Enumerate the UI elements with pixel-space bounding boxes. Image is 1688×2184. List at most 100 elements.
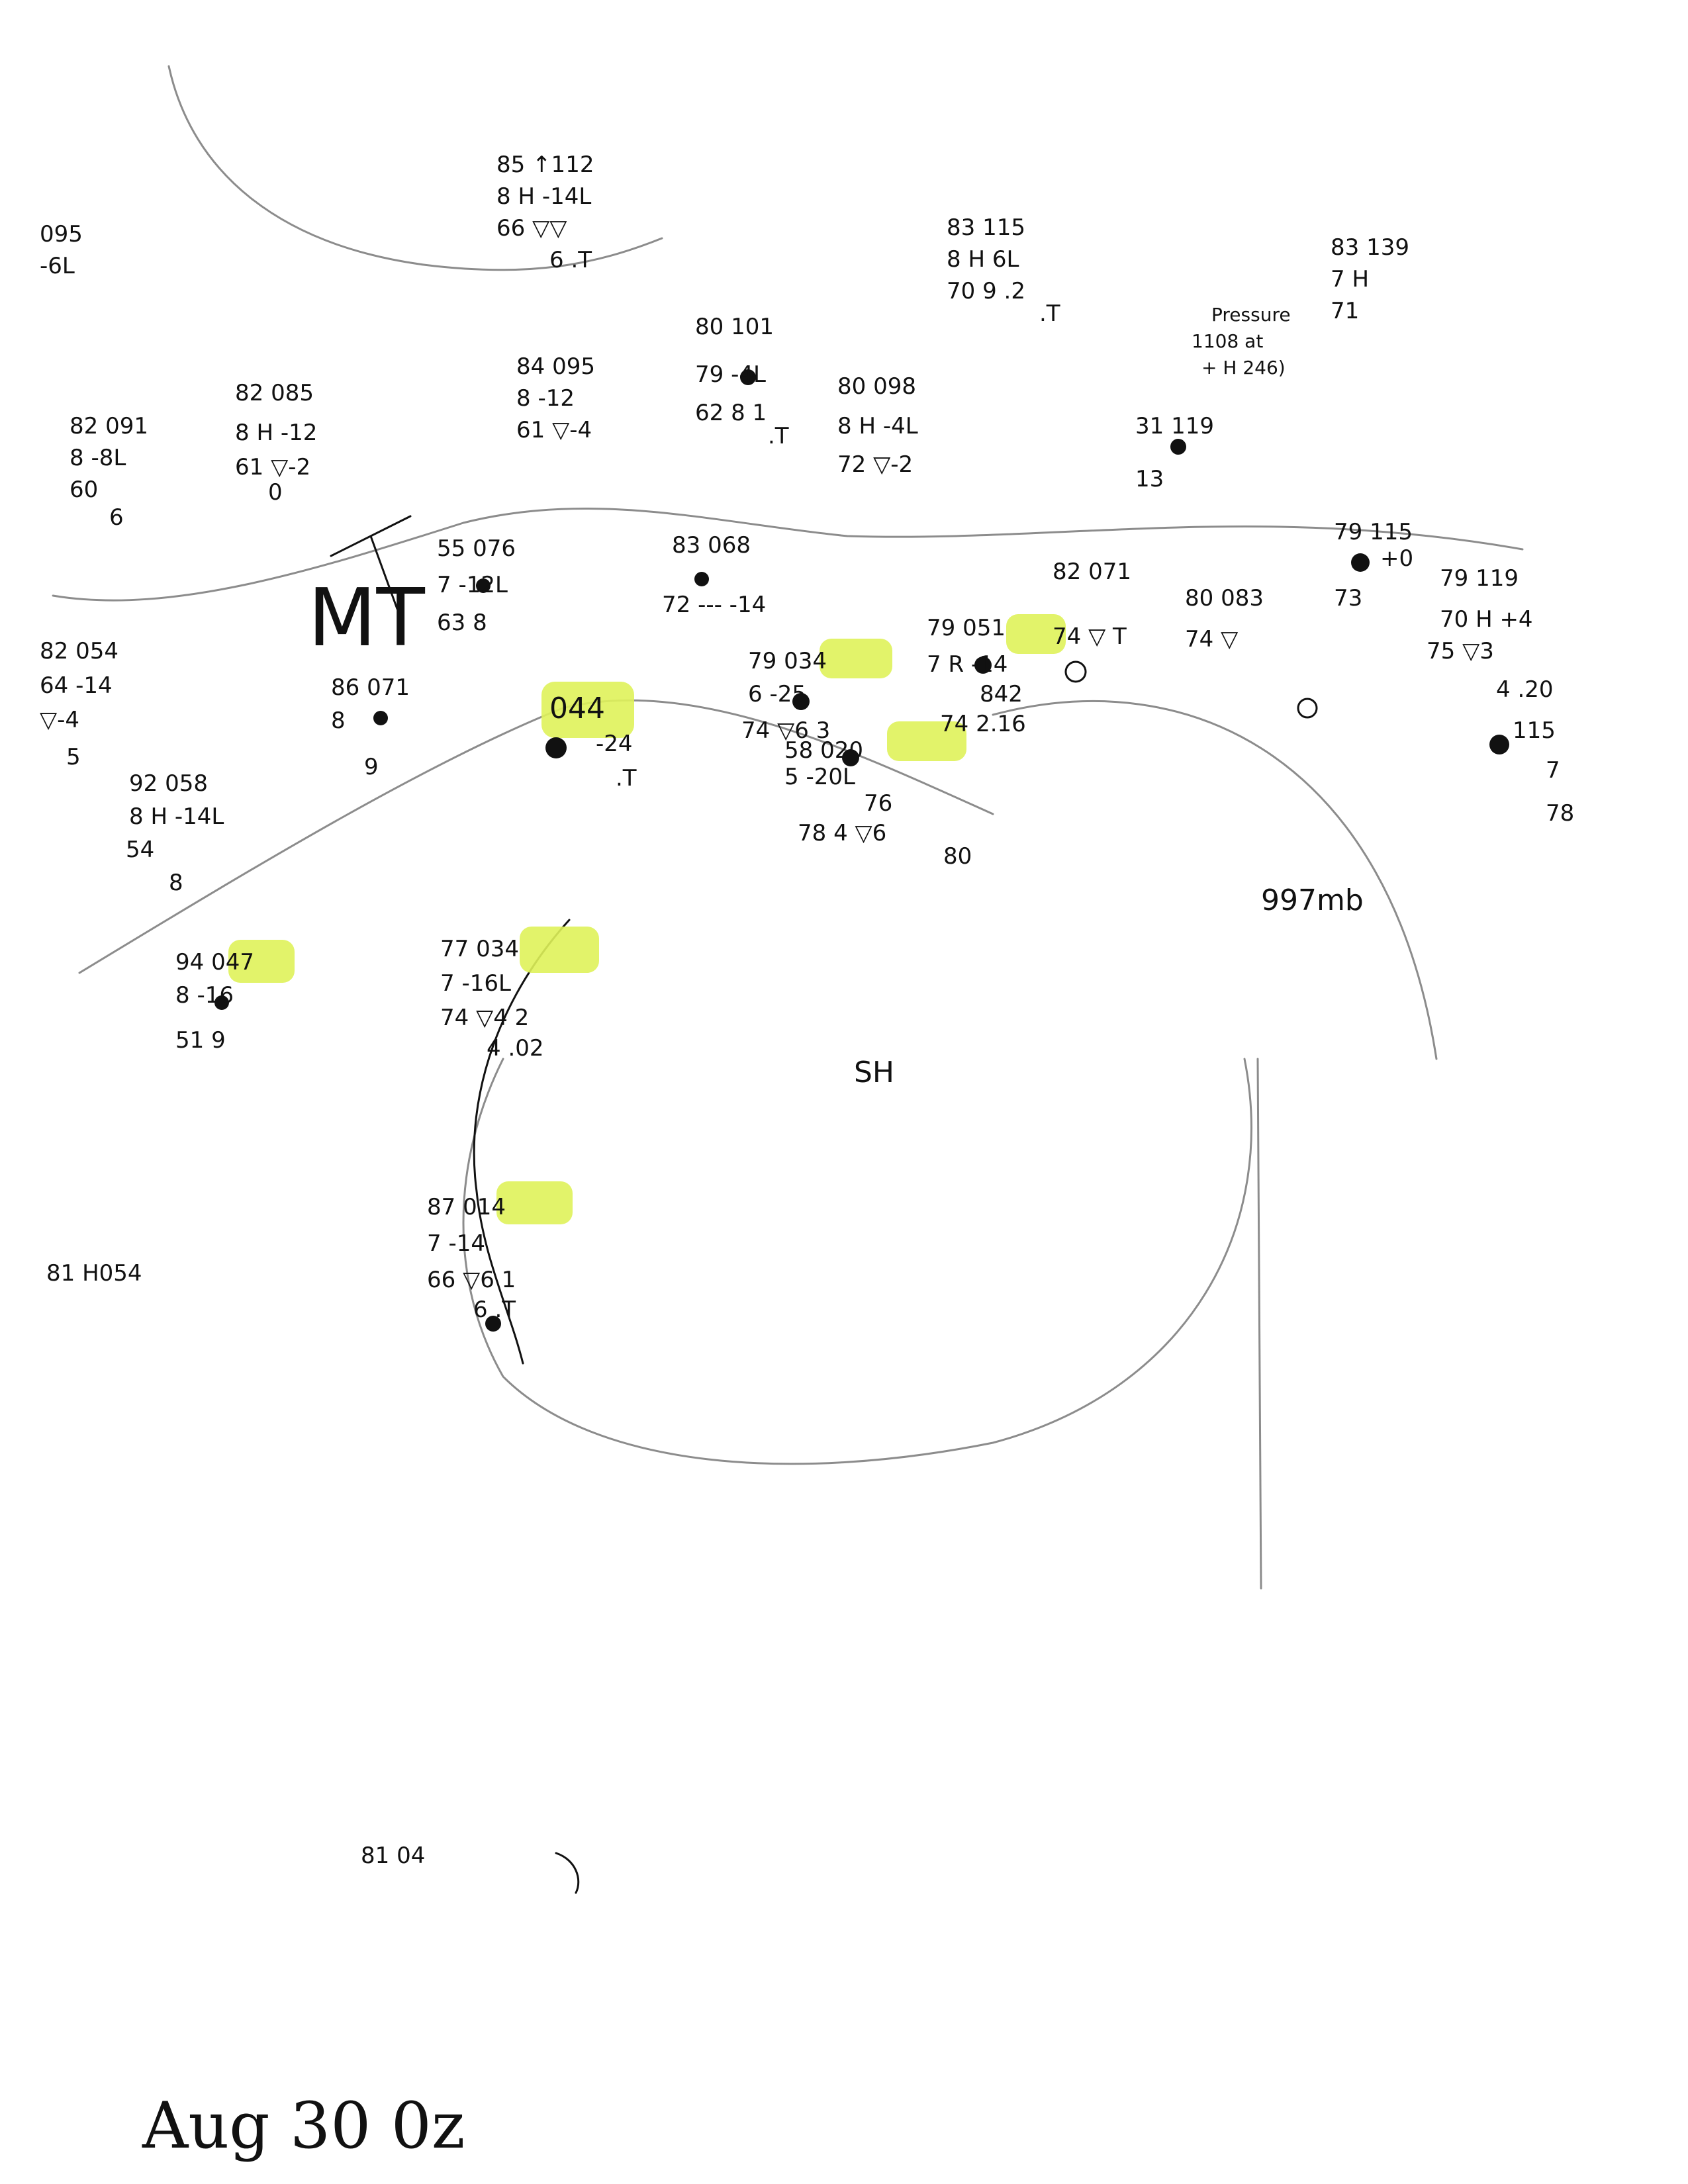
station-s16-line3: 75 ▽3 (1427, 638, 1494, 664)
station-s09-line3: 61 ▽-2 (235, 454, 310, 480)
station-s19-line1: 044 (549, 692, 605, 725)
station-s03: 83 139 7 H 71 (1331, 234, 1409, 324)
station-s23-line1: 92 058 (129, 770, 208, 797)
station-s03-line3: 71 (1331, 298, 1359, 324)
front-stroke (330, 515, 412, 610)
station-s19-line3: .T (616, 765, 637, 792)
isobar-mid (52, 507, 1524, 602)
station-s15-line3: 73 (1334, 585, 1362, 612)
station-s26-line1: 77 034 (440, 936, 519, 962)
station-s06-line1: 80 101 (695, 314, 774, 340)
isobar-north (167, 65, 663, 271)
station-circle-s22 (842, 749, 859, 766)
station-s08-line2: 8 -8L (70, 445, 126, 471)
station-s27-line3: 66 ▽6 1 (427, 1267, 516, 1293)
station-s23-line4: 8 (169, 870, 183, 896)
station-s23-line3: 54 (126, 837, 154, 863)
station-s04-line1: 095 (40, 221, 83, 248)
station-s21-line1: 79 051 (927, 615, 1006, 641)
station-s24: 115 7 78 (1513, 717, 1574, 827)
station-s03-line2: 7 H (1331, 266, 1369, 293)
station-s09: 82 085 8 H -12 61 ▽-2 0 (235, 380, 317, 506)
station-s05-line3: 61 ▽-4 (516, 417, 592, 443)
pressure-note: Pressure 1108 at + H 246) (1192, 304, 1291, 379)
station-s20-line1: 79 034 (748, 648, 827, 674)
pressure-note-line3: + H 246) (1201, 357, 1286, 379)
station-s11: 55 076 7 -12L 63 8 (437, 535, 516, 636)
highlight-s26 (520, 927, 599, 973)
isobar-south-vertical (1256, 1058, 1262, 1590)
station-s26-line4: 4 .02 (487, 1035, 544, 1062)
station-s07-line3: 72 ▽-2 (837, 451, 913, 478)
station-s24-line3: 78 (1546, 800, 1574, 827)
station-s17-line4: 5 (66, 744, 81, 770)
ink-analysis (330, 515, 580, 1894)
station-s20-line2: 6 -25 (748, 681, 806, 707)
station-s16: 79 119 70 H +4 75 ▽3 4 .20 (1427, 565, 1554, 703)
station-circle-s12 (694, 572, 709, 586)
station-s24-line2: 7 (1546, 757, 1560, 784)
empty-station-east (1064, 660, 1087, 683)
station-s01-line1: 85 ↑112 (496, 152, 594, 178)
station-s08-line3: 60 (70, 477, 98, 503)
station-s28-line1: 81 H054 (46, 1260, 142, 1287)
pressure-note-line2: 1108 at (1192, 330, 1263, 352)
station-s22: 58 020 5 -20L 76 78 4 ▽6 80 (784, 737, 972, 870)
station-s08-line1: 82 091 (70, 413, 148, 439)
station-s19-line2: -24 (596, 731, 633, 757)
station-s02-line4: .T (1039, 300, 1060, 327)
station-s29-line1: 81 04 (361, 1843, 425, 1869)
station-circle-s19 (545, 737, 567, 758)
station-s11-line3: 63 8 (437, 610, 487, 636)
station-s25-line2: 8 -16 (175, 982, 234, 1009)
station-s06-line4: .T (768, 423, 789, 449)
station-s25-line3: 51 9 (175, 1027, 226, 1054)
station-s22-line1: 58 020 (784, 737, 863, 764)
station-s14: 80 083 74 ▽ (1185, 585, 1264, 653)
station-s06: 80 101 79 -4L 62 8 1 .T (695, 314, 789, 449)
station-s01-line3: 66 ▽▽ (496, 215, 567, 242)
station-s19: 044 -24 .T (549, 692, 637, 792)
high-mark-label: SH (854, 1056, 894, 1089)
station-s02-line2: 8 H 6L (947, 246, 1019, 273)
station-s17-line2: 64 -14 (40, 672, 113, 699)
station-s15-line2: +0 (1380, 545, 1413, 572)
station-s27-line4: 6 .T (473, 1297, 516, 1323)
station-s05-line1: 84 095 (516, 353, 595, 380)
station-s20: 79 034 6 -25 74 ▽6 3 (741, 648, 830, 744)
station-s17: 82 054 64 -14 ▽-4 5 (40, 638, 118, 770)
station-s07-line2: 8 H -4L (837, 413, 918, 439)
station-circle-s27 (485, 1316, 501, 1332)
station-s25: 94 047 8 -16 51 9 (175, 949, 254, 1054)
station-s09-line4: 0 (268, 479, 283, 506)
station-s12-line2: 72 --- -14 (662, 592, 766, 618)
pressure-note-line1: Pressure (1211, 304, 1291, 326)
station-s23-line2: 8 H -14L (129, 803, 224, 830)
station-s08: 82 091 8 -8L 60 6 (70, 413, 148, 531)
highlight-s22 (887, 721, 966, 761)
station-s11-line2: 7 -12L (437, 572, 508, 598)
station-circle-s10 (1170, 439, 1186, 455)
station-s26: 77 034 7 -16L 74 ▽4 2 4 .02 (440, 936, 544, 1062)
station-s01: 85 ↑112 8 H -14L 66 ▽▽ 6 .T (496, 152, 594, 273)
station-circle-s24 (1489, 735, 1509, 754)
station-circle-s15 (1351, 553, 1370, 572)
station-s10-line2: 13 (1135, 466, 1164, 492)
station-circle-s11 (476, 578, 491, 593)
station-s28: 81 H054 (46, 1260, 142, 1287)
station-s02-line1: 83 115 (947, 214, 1025, 241)
station-flag-s29 (555, 1852, 580, 1894)
station-s01-line4: 6 .T (549, 247, 592, 273)
station-s24-line1: 115 (1513, 717, 1556, 744)
station-s02: 83 115 8 H 6L 70 9 .2 .T (947, 214, 1060, 327)
station-s07-line1: 80 098 (837, 373, 916, 400)
station-s16-line2: 70 H +4 (1440, 606, 1533, 633)
empty-station-far-east (1297, 698, 1318, 719)
station-circle-s21 (974, 657, 992, 674)
station-s09-line1: 82 085 (235, 380, 314, 406)
highlight-s25 (228, 940, 295, 983)
station-s16-line4: 4 .20 (1496, 676, 1554, 703)
station-s27-line1: 87 014 (427, 1194, 506, 1220)
station-models: 85 ↑112 8 H -14L 66 ▽▽ 6 .T 83 115 8 H 6… (40, 152, 1574, 1869)
station-s21-line4: 74 2.16 (940, 711, 1026, 737)
